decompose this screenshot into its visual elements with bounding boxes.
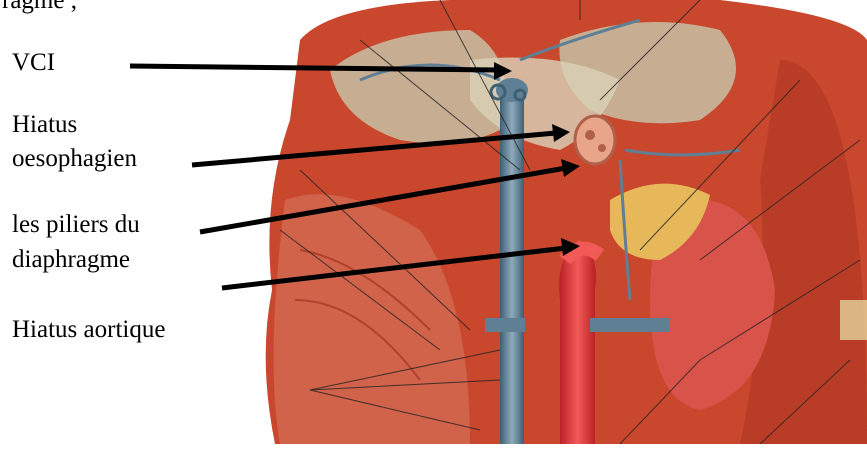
top-fragment-text: ragme , [2, 0, 77, 16]
label-hiatus-oesophagien-1: Hiatus [12, 110, 77, 140]
label-hiatus-aortique: Hiatus aortique [12, 315, 165, 345]
oesophagus-ring [575, 116, 615, 164]
label-vci: VCI [12, 48, 55, 78]
inferior-vena-cava [500, 90, 524, 444]
label-hiatus-oesophagien-2: oesophagien [12, 144, 137, 174]
label-piliers-2: diaphragme [12, 245, 130, 275]
label-piliers-1: les piliers du [12, 210, 140, 240]
aorta [559, 240, 596, 444]
